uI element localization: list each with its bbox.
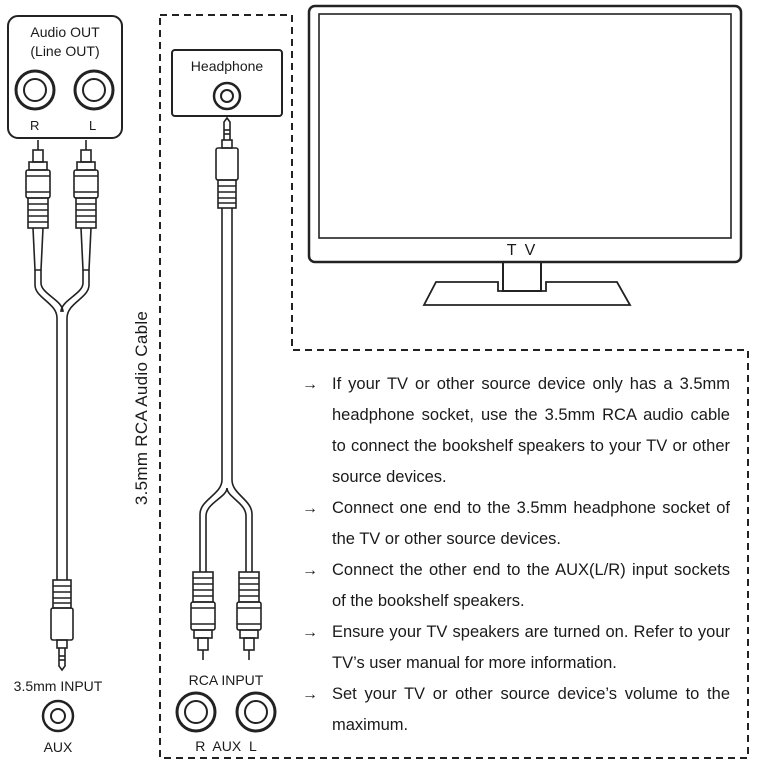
- audio-out-title: Audio OUT: [30, 24, 100, 40]
- instruction-step: → If your TV or other source device only…: [300, 369, 730, 493]
- 3-5mm-plug-top-icon: [215, 116, 239, 209]
- instruction-text: Set your TV or other source device’s vol…: [332, 685, 730, 734]
- rca-plug-r-icon: [25, 140, 51, 271]
- audio-out-subtitle: (Line OUT): [30, 43, 100, 59]
- instruction-step: → Ensure your TV speakers are turned on.…: [300, 617, 730, 679]
- 3-5mm-to-rca-cable-right: [190, 116, 262, 660]
- instruction-text: Connect one end to the 3.5mm headphone s…: [332, 499, 730, 548]
- headphone-panel: [171, 49, 283, 117]
- arrow-right-icon: →: [302, 500, 318, 517]
- headphone-socket: [212, 81, 242, 111]
- rca-plug-bottom-r-icon: [190, 571, 216, 660]
- rca-input-r-socket: [175, 691, 217, 733]
- audio-out-l-socket: [73, 69, 115, 111]
- tv-dashed-region: [159, 14, 749, 759]
- left-input-caption: AUX: [43, 739, 73, 755]
- audio-out-panel: [7, 15, 123, 139]
- headphone-title: Headphone: [190, 58, 264, 74]
- rca-input-l-socket: [235, 691, 277, 733]
- rca-plug-l-icon: [73, 140, 99, 271]
- arrow-right-icon: →: [302, 686, 318, 703]
- aux-3-5mm-socket: [41, 699, 75, 733]
- arrow-right-icon: →: [302, 562, 318, 579]
- left-input-title: 3.5mm INPUT: [13, 678, 103, 694]
- audio-out-l-label: L: [89, 118, 97, 133]
- audio-out-r-socket: [14, 69, 56, 111]
- arrow-right-icon: →: [302, 376, 318, 393]
- instruction-step: → Connect the other end to the AUX(L/R) …: [300, 555, 730, 617]
- instruction-text: Connect the other end to the AUX(L/R) in…: [332, 561, 730, 610]
- instruction-text: Ensure your TV speakers are turned on. R…: [332, 623, 730, 672]
- audio-out-r-label: R: [30, 118, 40, 133]
- instruction-list: → If your TV or other source device only…: [300, 369, 730, 741]
- instruction-text: If your TV or other source device only h…: [332, 375, 730, 486]
- instruction-step: → Connect one end to the 3.5mm headphone…: [300, 493, 730, 555]
- 3-5mm-plug-icon: [50, 579, 74, 672]
- arrow-right-icon: →: [302, 624, 318, 641]
- right-input-title: RCA INPUT: [188, 672, 264, 688]
- cable-label: 3.5mm RCA Audio Cable: [132, 310, 151, 506]
- tv-icon: [307, 4, 743, 306]
- tv-label: T V: [506, 242, 538, 259]
- instruction-step: → Set your TV or other source device’s v…: [300, 679, 730, 741]
- rca-plug-bottom-l-icon: [236, 571, 262, 660]
- rca-to-3-5mm-cable-left: [25, 140, 99, 672]
- right-input-caption: R AUX L: [195, 738, 257, 754]
